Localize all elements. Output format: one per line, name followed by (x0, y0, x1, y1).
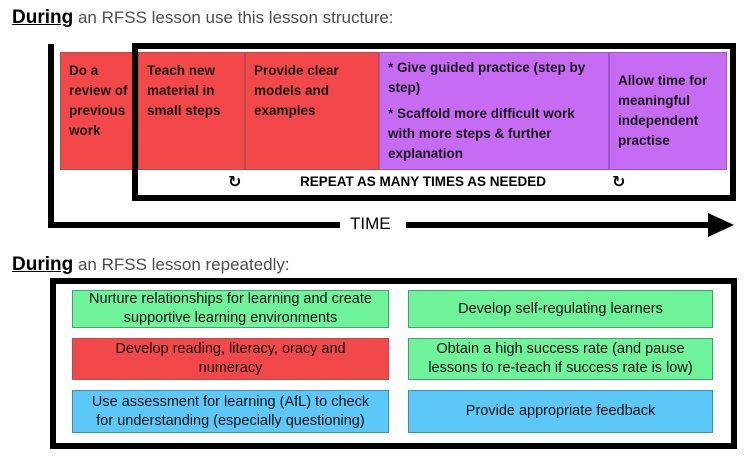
heading-during-2: During (12, 254, 74, 275)
practice-self-regulating: Develop self-regulating learners (408, 290, 713, 328)
time-arrow-line-left (48, 222, 340, 228)
time-arrow-line-right (406, 222, 712, 228)
repeat-right-icon: ↻ (612, 174, 626, 191)
practice-assessment-for-learning: Use assessment for learning (AfL) to che… (72, 390, 389, 433)
repeat-left-icon: ↻ (228, 174, 242, 191)
models-cell: Provide clear models and examples (245, 52, 379, 170)
practice-feedback: Provide appropriate feedback (408, 390, 713, 433)
guided-practice-text: * Give guided practice (step by step) (388, 60, 586, 95)
teach-cell: Teach new material in small steps (138, 52, 245, 170)
practice-success-rate: Obtain a high success rate (and pause le… (408, 338, 713, 380)
practice-nurture-relationships: Nurture relationships for learning and c… (72, 290, 389, 328)
repeat-label: REPEAT AS MANY TIMES AS NEEDED (300, 174, 547, 189)
structure-heading: During an RFSS lesson use this lesson st… (12, 8, 394, 28)
independent-practice-cell: Allow time for meaningful independent pr… (609, 52, 727, 170)
repeatedly-heading: During an RFSS lesson repeatedly: (12, 255, 290, 275)
repeat-loop-frame (132, 43, 736, 201)
review-cell: Do a review of previous work (60, 52, 138, 170)
scaffold-text: * Scaffold more difficult work with more… (388, 106, 575, 161)
heading-text-2: an RFSS lesson repeatedly: (73, 255, 290, 274)
time-label: TIME (350, 214, 391, 233)
heading-text: an RFSS lesson use this lesson structure… (73, 8, 394, 27)
time-arrow-head (708, 213, 734, 237)
guided-practice-cell: * Give guided practice (step by step) * … (379, 52, 609, 170)
heading-during: During (12, 7, 74, 28)
practice-reading-literacy: Develop reading, literacy, oracy and num… (72, 338, 389, 380)
time-axis-vertical (48, 44, 54, 228)
practices-frame (50, 278, 737, 449)
